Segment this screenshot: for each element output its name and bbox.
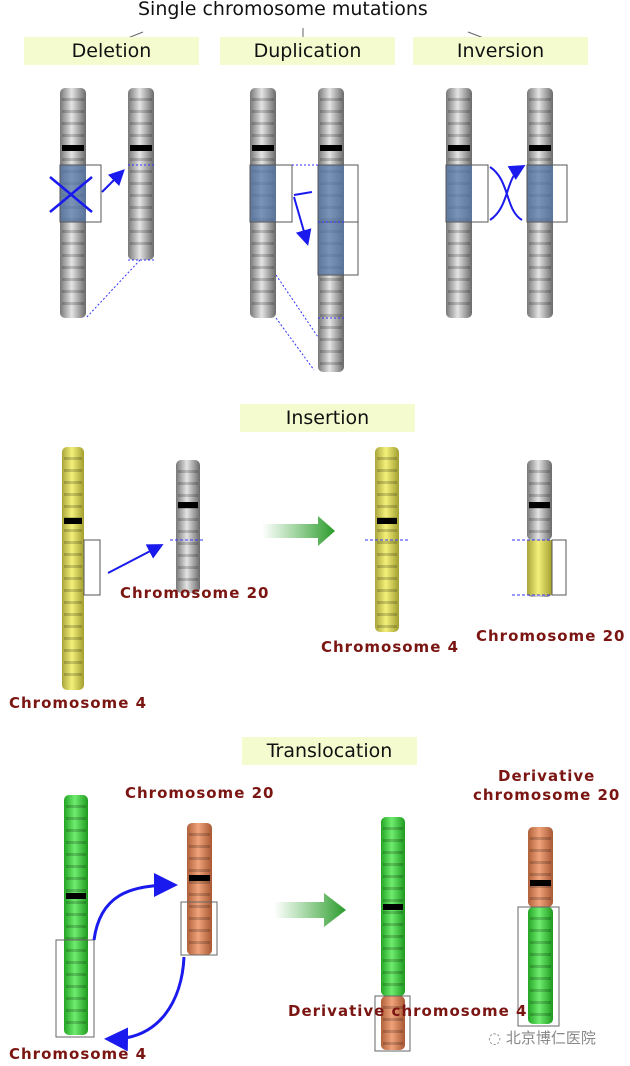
arrow-icon [107, 544, 164, 574]
label-ins-result-chr4: Chromosome 4 [321, 638, 460, 656]
label-tr-der20-line2: chromosome 20 [473, 786, 621, 804]
insertion-chr20 [176, 460, 200, 593]
deletion-original [60, 88, 86, 318]
centromere [529, 502, 550, 508]
centromere [383, 904, 403, 910]
cross-icon [49, 176, 93, 213]
duplication-original [250, 88, 276, 318]
centromere [448, 145, 470, 151]
label-tr-chr20: Chromosome 20 [125, 784, 275, 802]
centromere [252, 145, 274, 151]
arrow-icon [92, 873, 178, 941]
label-tr-chr4: Chromosome 4 [9, 1045, 148, 1063]
dotted-line [85, 164, 155, 319]
inversion-result [527, 88, 553, 318]
section-header-insertion: Insertion [240, 404, 415, 432]
centromere [66, 893, 86, 899]
duplication-result [318, 88, 344, 372]
centromere [178, 502, 198, 508]
centromere [530, 880, 551, 886]
derivative-chr4 [381, 817, 405, 1050]
centromere [62, 145, 84, 151]
deletion-result [128, 88, 154, 260]
label-tr-der20-line1: Derivative [498, 767, 596, 785]
section-header-inversion: Inversion [413, 37, 588, 65]
result-arrow-icon [274, 893, 346, 927]
label-ins-chr4: Chromosome 4 [9, 694, 148, 712]
translocation-chr20 [187, 823, 212, 955]
label-ins-chr20: Chromosome 20 [120, 584, 270, 602]
label-ins-result-chr20: Chromosome 20 [476, 627, 626, 645]
section-header-duplication: Duplication [220, 37, 395, 65]
arrow-icon [104, 956, 186, 1052]
label-tr-der4: Derivative chromosome 4 [288, 1002, 528, 1020]
swap-arrows-icon [489, 167, 522, 221]
centromere [529, 145, 551, 151]
derivative-chr20 [528, 827, 553, 1024]
section-header-deletion: Deletion [24, 37, 199, 65]
deletion-box [59, 164, 102, 223]
centromere [377, 518, 397, 524]
section-header-translocation: Translocation [242, 737, 417, 765]
centromere [189, 875, 210, 881]
result-arrow-icon [262, 516, 335, 546]
translocation-chr4 [64, 795, 88, 1035]
centromere [320, 145, 342, 151]
inversion-original [446, 88, 472, 318]
arrow-icon [294, 191, 312, 242]
centromere [64, 518, 82, 524]
diagram-title: Single chromosome mutations [138, 0, 428, 20]
insertion-chr4 [62, 447, 84, 690]
watermark-text: 北京博仁医院 [505, 1029, 596, 1047]
centromere [130, 145, 152, 151]
watermark: ◌ 北京博仁医院 [488, 1029, 596, 1047]
arrow-icon [101, 169, 125, 193]
